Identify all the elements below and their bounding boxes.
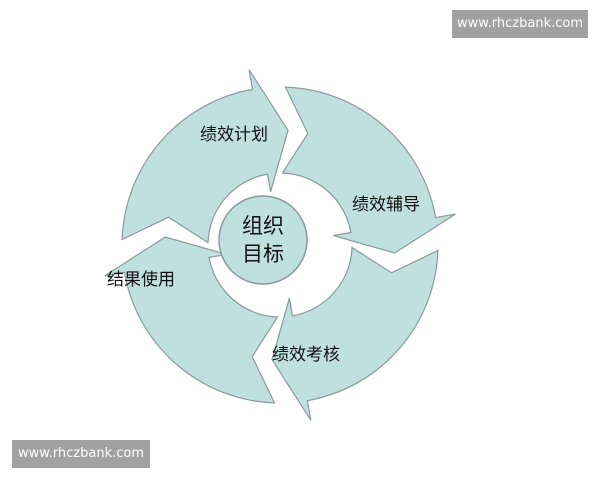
- watermark-top: www.rhczbank.com: [452, 10, 588, 38]
- segment-coaching-arrow: [281, 86, 456, 254]
- center-line-1: 组织: [242, 214, 284, 238]
- segment-label-appraisal: 绩效考核: [272, 345, 340, 365]
- segment-plan-arrow: [121, 69, 289, 244]
- center-label: 组织 目标: [222, 212, 304, 268]
- segment-label-plan: 绩效计划: [200, 125, 268, 145]
- center-circle: [218, 195, 308, 285]
- segment-label-coaching: 绩效辅导: [352, 195, 420, 215]
- segment-label-result-use: 结果使用: [107, 270, 175, 290]
- center-line-2: 目标: [242, 242, 284, 266]
- segment-appraisal-arrow: [271, 246, 439, 421]
- segment-result-use-arrow: [104, 236, 279, 404]
- watermark-bottom: www.rhczbank.com: [12, 440, 150, 468]
